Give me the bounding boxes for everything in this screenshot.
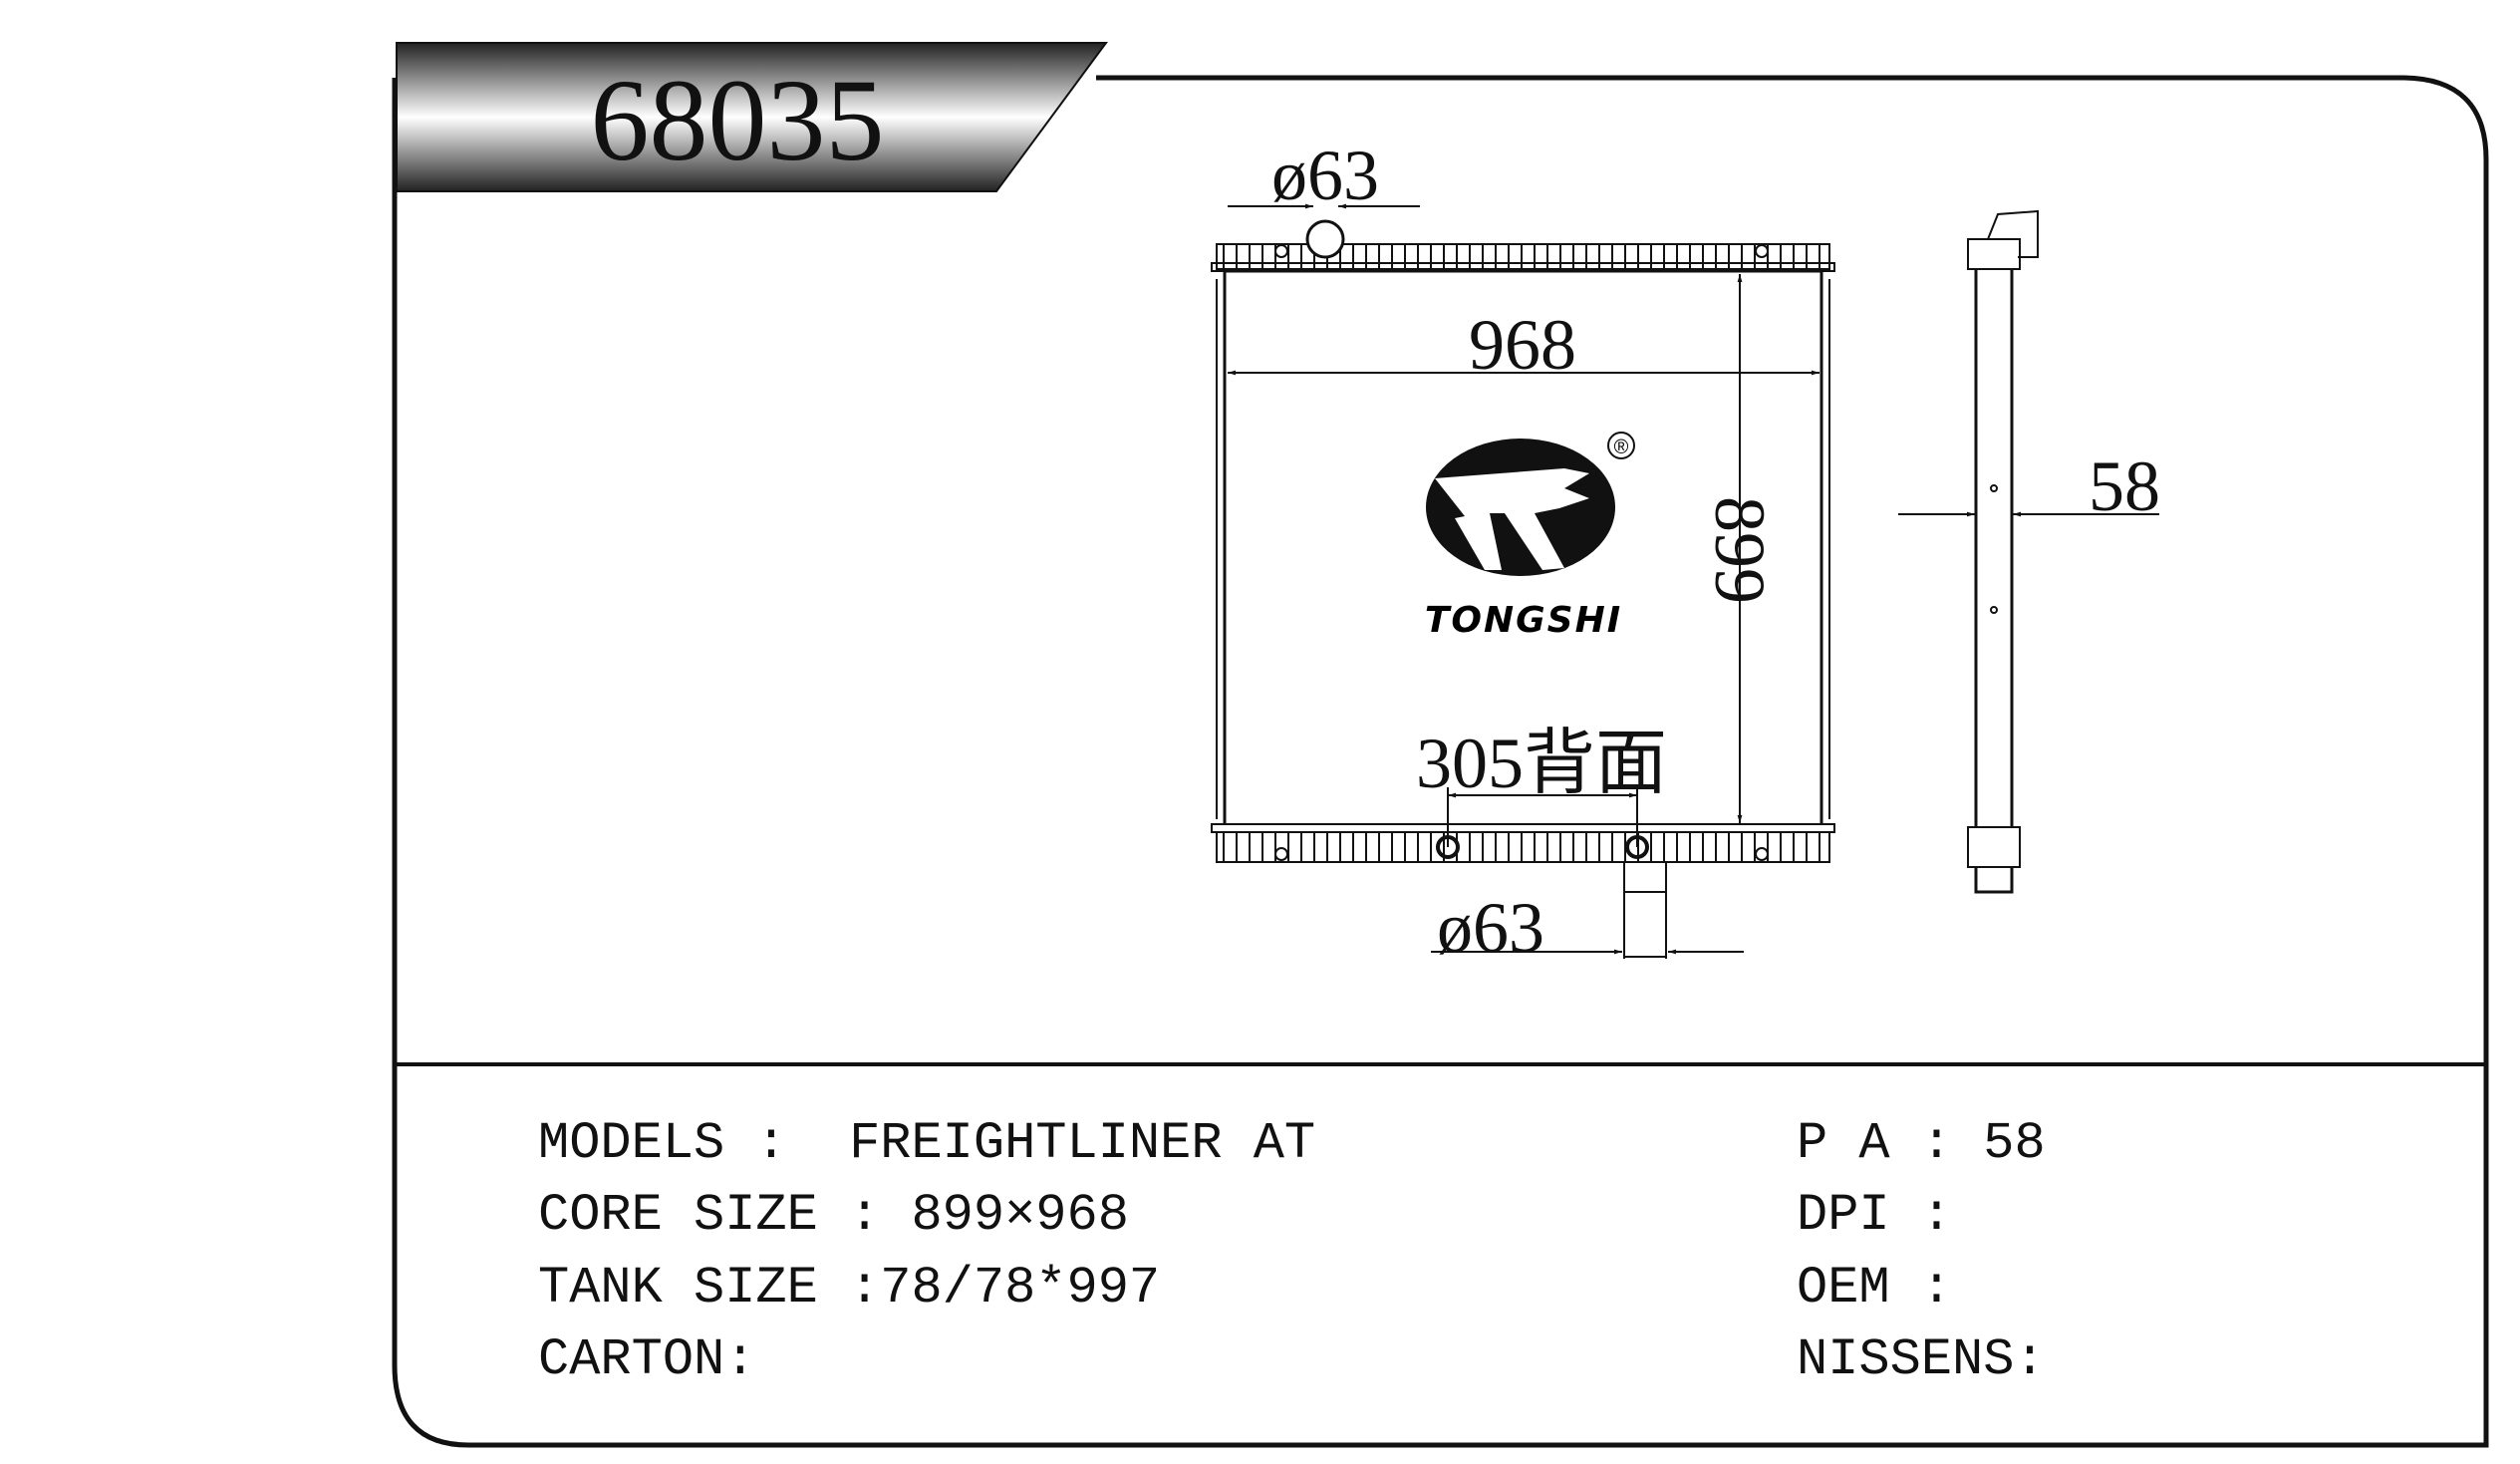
outlet-pipe: [1623, 861, 1667, 958]
spec-oem: OEM :: [1797, 1263, 1952, 1315]
pa-label: P A :: [1797, 1114, 1984, 1173]
nissens-label: NISSENS:: [1797, 1330, 2046, 1389]
dimension-lines: [1228, 203, 2159, 959]
height-label: 899: [1700, 496, 1780, 604]
tank-size-value: 78/78*997: [880, 1259, 1161, 1318]
spec-carton: CARTON:: [538, 1334, 755, 1386]
registered-mark: ®: [1614, 437, 1629, 458]
core-size-label: CORE SIZE :: [538, 1186, 912, 1245]
spec-core-size: CORE SIZE : 899×968: [538, 1190, 1129, 1242]
spec-tank-size: TANK SIZE :78/78*997: [538, 1263, 1160, 1315]
thickness-label: 58: [2089, 446, 2160, 526]
oem-label: OEM :: [1797, 1259, 1953, 1318]
part-number: 68035: [591, 55, 885, 185]
models-label: MODELS :: [538, 1114, 850, 1173]
spec-pa: P A : 58: [1797, 1118, 2046, 1170]
sheet-frame: [392, 75, 2489, 1448]
spec-nissens: NISSENS:: [1797, 1334, 2046, 1386]
pa-value: 58: [1983, 1114, 2046, 1173]
tank-size-label: TANK SIZE :: [538, 1259, 881, 1318]
top-inlet-label: ø63: [1271, 136, 1379, 215]
width-label: 968: [1469, 305, 1576, 385]
core-size-value: 899×968: [911, 1186, 1129, 1245]
part-number-banner: 68035: [396, 42, 1108, 192]
spec-models: MODELS : FREIGHTLINER AT: [538, 1118, 1315, 1170]
brand-name: TONGSHI: [1425, 600, 1622, 641]
dpi-label: DPI :: [1797, 1186, 1953, 1245]
radiator-side-view: [1967, 209, 2039, 894]
spec-dpi: DPI :: [1797, 1190, 1952, 1242]
carton-label: CARTON:: [538, 1330, 756, 1389]
bottom-outlet-label: ø63: [1437, 888, 1544, 968]
outlet-spacing-label: 305背面: [1416, 724, 1667, 803]
tongshi-logo: ® TONGSHI: [1425, 432, 1635, 641]
models-value: FREIGHTLINER AT: [849, 1114, 1316, 1173]
radiator-front-view: [1211, 219, 1835, 958]
top-inlet: [1305, 219, 1345, 259]
